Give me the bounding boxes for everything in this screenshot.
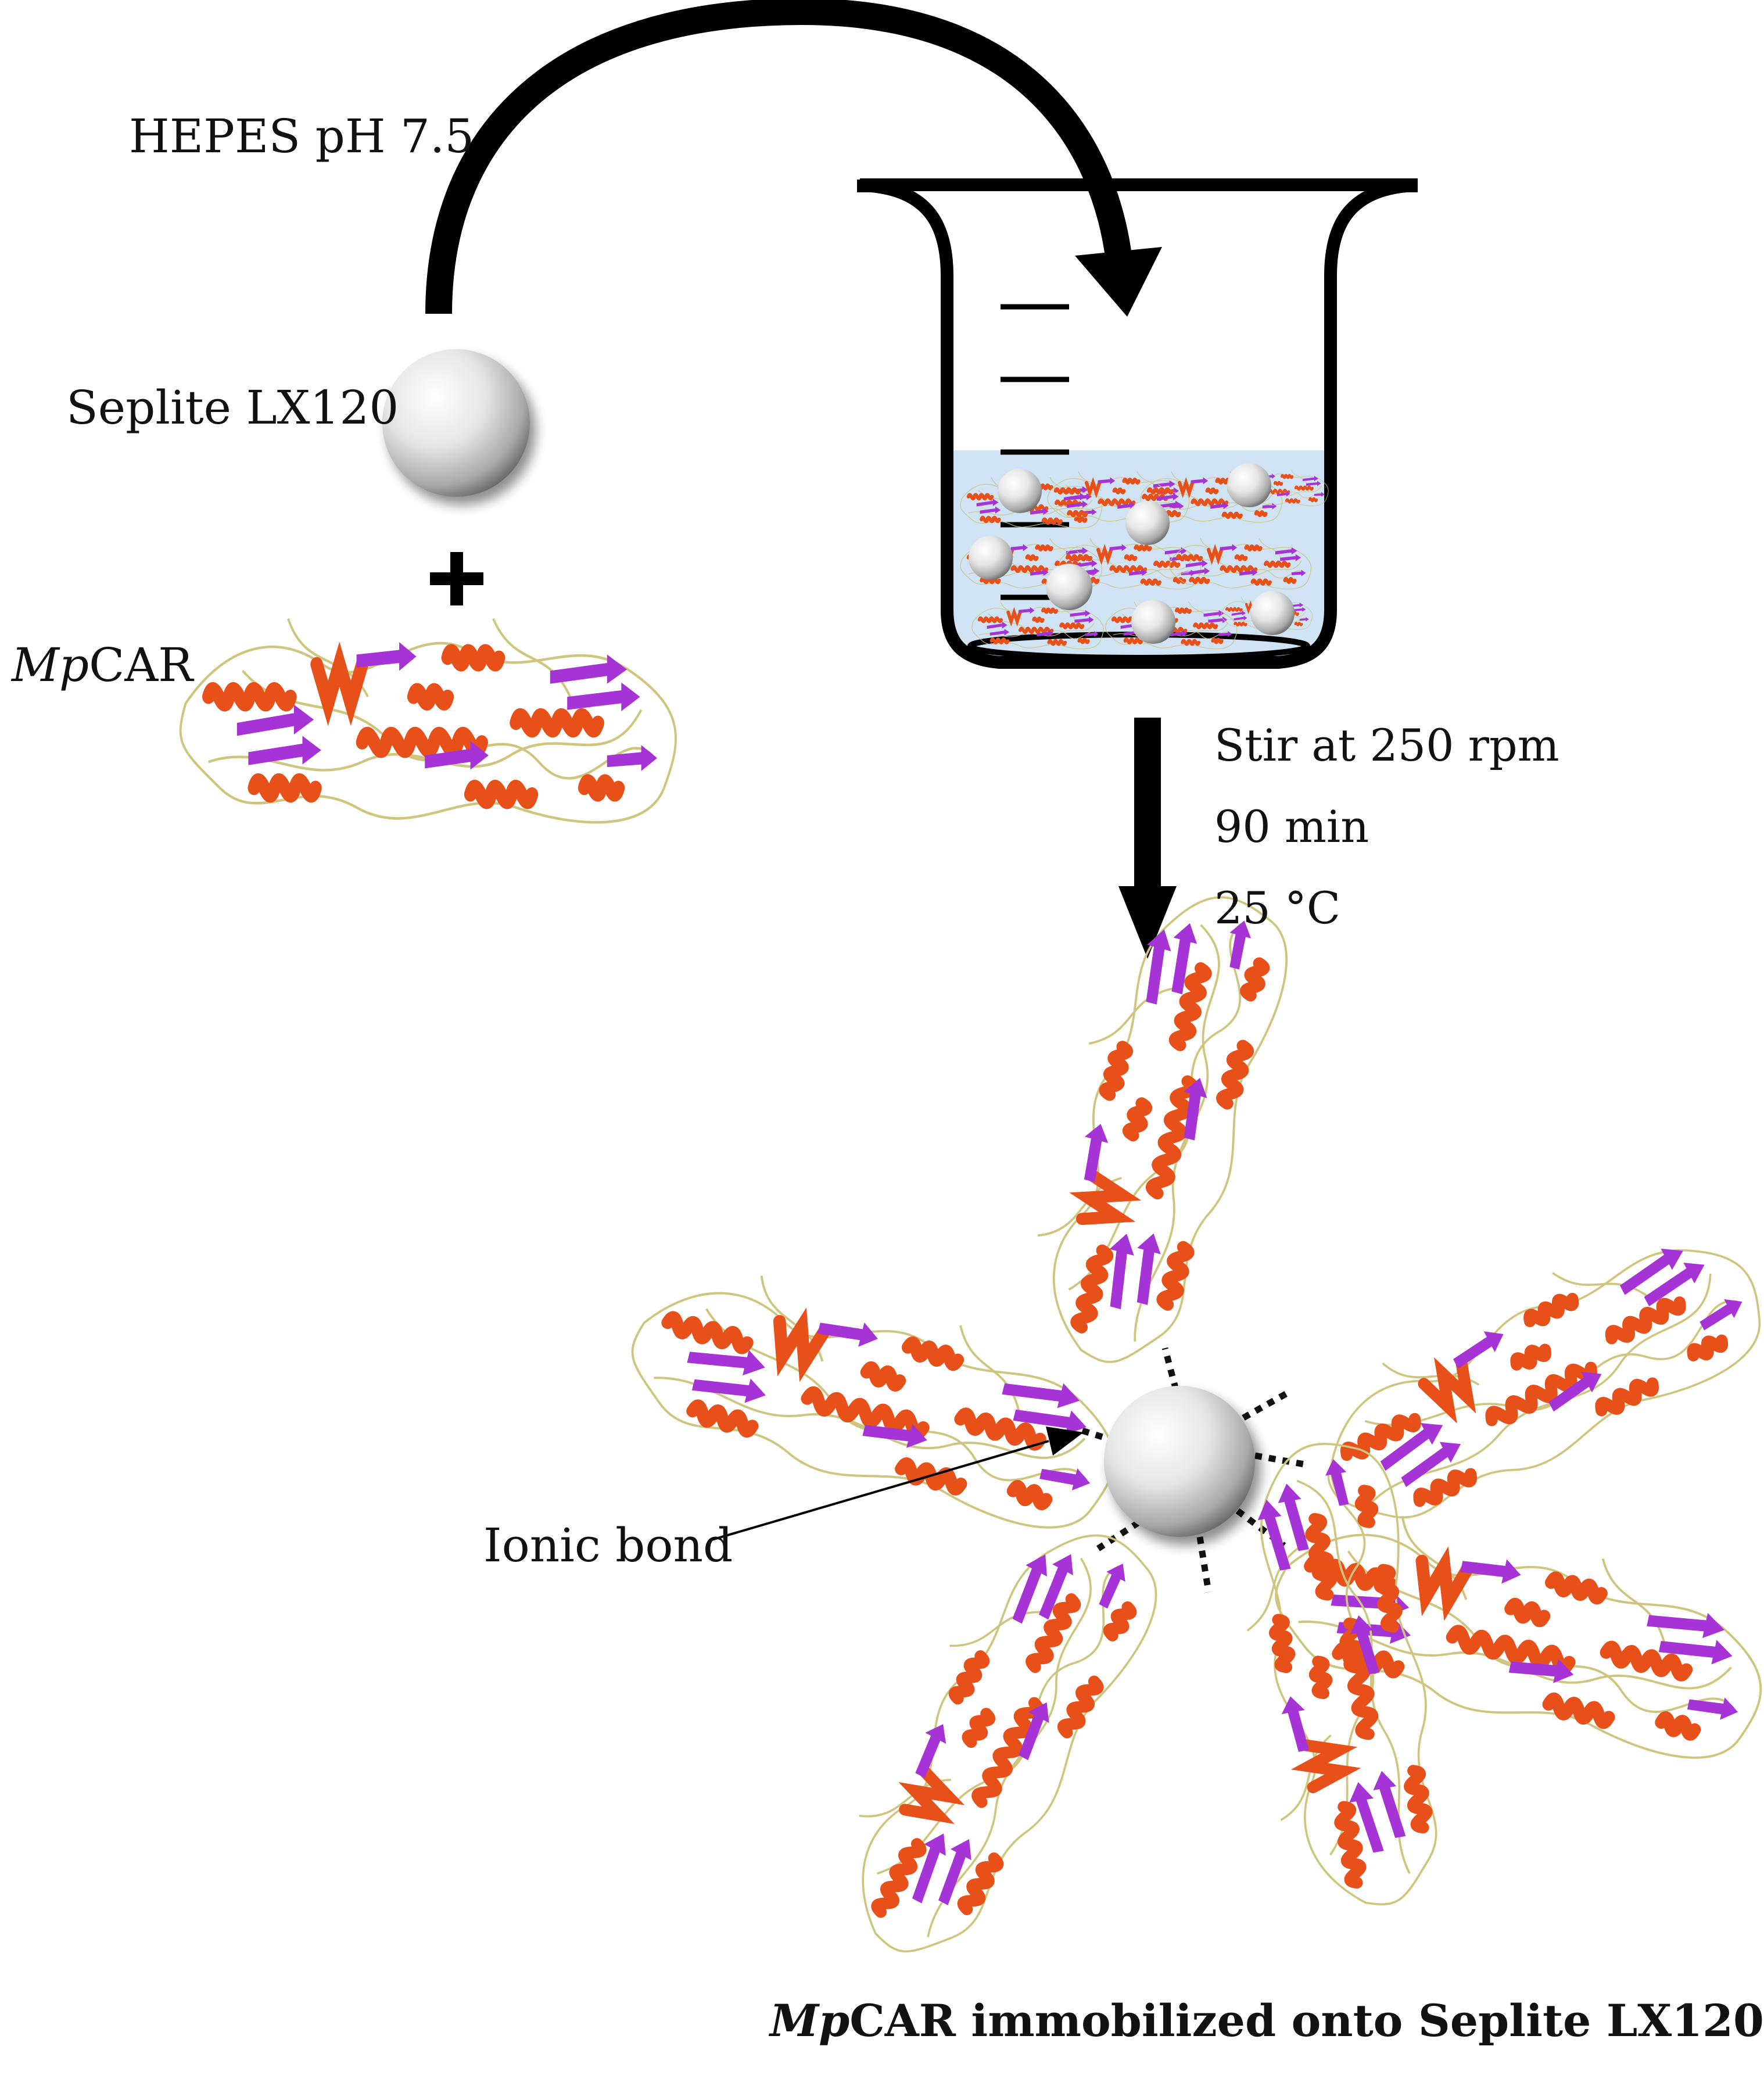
ionic-bond-label: Ionic bond (483, 1518, 733, 1572)
plus-sign (430, 552, 483, 605)
stir-condition-label: Stir at 250 rpm (1214, 719, 1559, 771)
time-condition-label: 90 min (1214, 801, 1369, 852)
beaker (857, 178, 1418, 669)
enzyme-label: MpCAR (12, 642, 193, 689)
enzyme-label-rest: CAR (89, 638, 193, 692)
enzyme-protein-ribbon (181, 619, 676, 822)
support-bead-sphere (382, 349, 530, 497)
down-arrow (1118, 718, 1177, 959)
enzyme-protein-ribbon (1218, 1433, 1463, 1920)
immobilized-assembly (614, 873, 1764, 1984)
center-bead-sphere (1104, 1386, 1255, 1537)
beaker-bead-sphere (969, 463, 1295, 644)
enzyme-label-italic: Mp (12, 638, 89, 692)
enzyme-protein-ribbon (614, 1250, 1138, 1543)
enzyme-protein-ribbon (1010, 873, 1302, 1381)
temperature-condition-label: 25 °C (1214, 882, 1341, 934)
curved-arrow (425, 0, 1162, 317)
buffer-label: HEPES pH 7.5 (129, 109, 475, 163)
figure-caption: MpCAR immobilized onto Seplite LX120 (770, 1999, 1764, 2043)
enzyme-protein-ribbon (812, 1495, 1178, 1984)
caption-italic: Mp (770, 1995, 850, 2047)
caption-rest: CAR immobilized onto Seplite LX120 (849, 1995, 1764, 2047)
support-label: Seplite LX120 (66, 381, 399, 435)
